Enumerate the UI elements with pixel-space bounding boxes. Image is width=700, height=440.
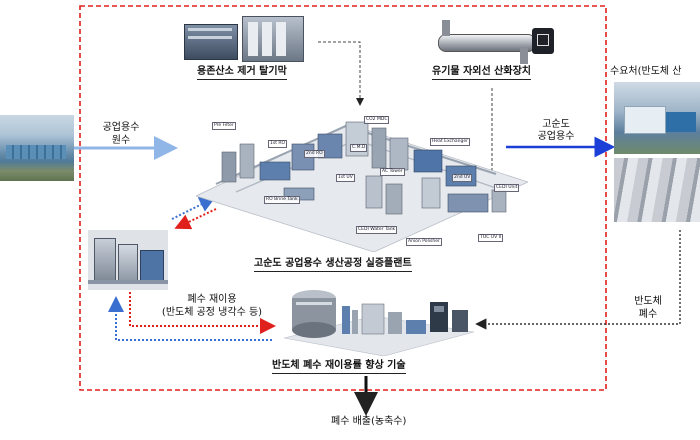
tag-pre-filter: Pre Filter xyxy=(212,122,236,130)
plant-to-reuse-red xyxy=(174,208,217,230)
high-purity-label: 고순도 xyxy=(542,119,570,130)
tag-heat-exchanger: Heat Exchanger xyxy=(430,138,470,146)
tag-2nd-uv: 2nd UV xyxy=(452,174,473,182)
reuse-loop-red xyxy=(129,292,276,334)
tag-toc-uv: TOC UV II xyxy=(478,234,504,242)
industrial-water-out-label: 공업용수 xyxy=(537,131,575,142)
system-boundary xyxy=(79,5,607,391)
semi-wastewater-label-2: 폐수 xyxy=(638,309,658,320)
demand-site-image-top xyxy=(614,82,700,154)
tag-anion-polisher: Anion Polisher xyxy=(406,238,442,246)
uv-oxidizer-image xyxy=(432,20,556,66)
industrial-water-label: 공업용수 xyxy=(102,122,140,133)
raw-water-source-image xyxy=(0,115,74,181)
degasser-image xyxy=(184,14,304,62)
tag-1st-ro: 1st RO xyxy=(268,140,288,148)
tag-cmd: C.M.D xyxy=(350,144,368,152)
degasser-connector xyxy=(318,41,364,106)
reuse-to-plant-blue xyxy=(171,197,216,220)
demand-site-label: 수요처(반도체 산 xyxy=(610,66,682,77)
reuse-label-1: 폐수 재이용 xyxy=(187,294,237,305)
degasser-label: 용존산소 제거 탈기막 xyxy=(197,66,287,80)
tag-2nd-ro: 2nd RO xyxy=(304,150,325,158)
tag-1st-uv: 1st UV xyxy=(336,174,355,182)
tag-ro-brine-tank: RO Brine Tank xyxy=(264,196,300,204)
tag-ac-tower: AC Tower xyxy=(380,168,405,176)
reuse-tech-image xyxy=(284,286,474,356)
reuse-unit-image xyxy=(88,230,168,290)
pilot-plant-label: 고순도 공업용수 생산공정 실증플랜트 xyxy=(254,258,412,272)
discharge-label: 폐수 배출(농축수) xyxy=(331,416,407,427)
tag-cedi-water-tank: CEDI Water Tank xyxy=(356,226,398,234)
reuse-loop-blue xyxy=(108,296,272,341)
tag-co2-mdc: CO2 MDC xyxy=(364,116,390,124)
demand-site-image-bottom xyxy=(614,158,700,222)
pilot-plant-illustration: Pre Filter 1st RO 2nd RO CO2 MDC C.M.D H… xyxy=(196,104,528,252)
tag-cedi-unit: CEDI Unit xyxy=(494,184,520,192)
raw-water-label: 원수 xyxy=(111,135,131,146)
semi-wastewater-label-1: 반도체 xyxy=(634,296,662,307)
reuse-tech-label: 반도체 폐수 재이용률 향상 기술 xyxy=(272,360,406,374)
uv-oxidizer-label: 유기물 자외선 산화장치 xyxy=(432,66,531,80)
semi-wastewater-line xyxy=(475,230,681,330)
reuse-label-2: (반도체 공정 냉각수 등) xyxy=(161,307,263,318)
